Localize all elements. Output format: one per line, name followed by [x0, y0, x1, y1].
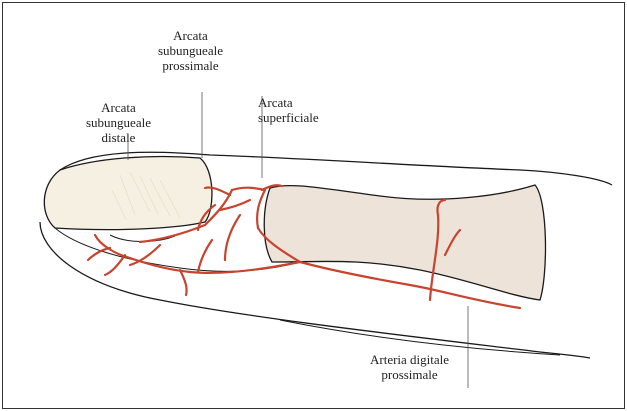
label-arcata-prossimale: Arcata subungueale prossimale	[158, 28, 223, 73]
nail-plate	[44, 157, 212, 230]
label-arcata-superficiale: Arcata superficiale	[258, 95, 319, 125]
label-arteria-digitale: Arteria digitale prossimale	[370, 352, 449, 382]
phalanx-bone	[264, 185, 545, 300]
label-arcata-distale: Arcata subungueale distale	[86, 100, 151, 145]
